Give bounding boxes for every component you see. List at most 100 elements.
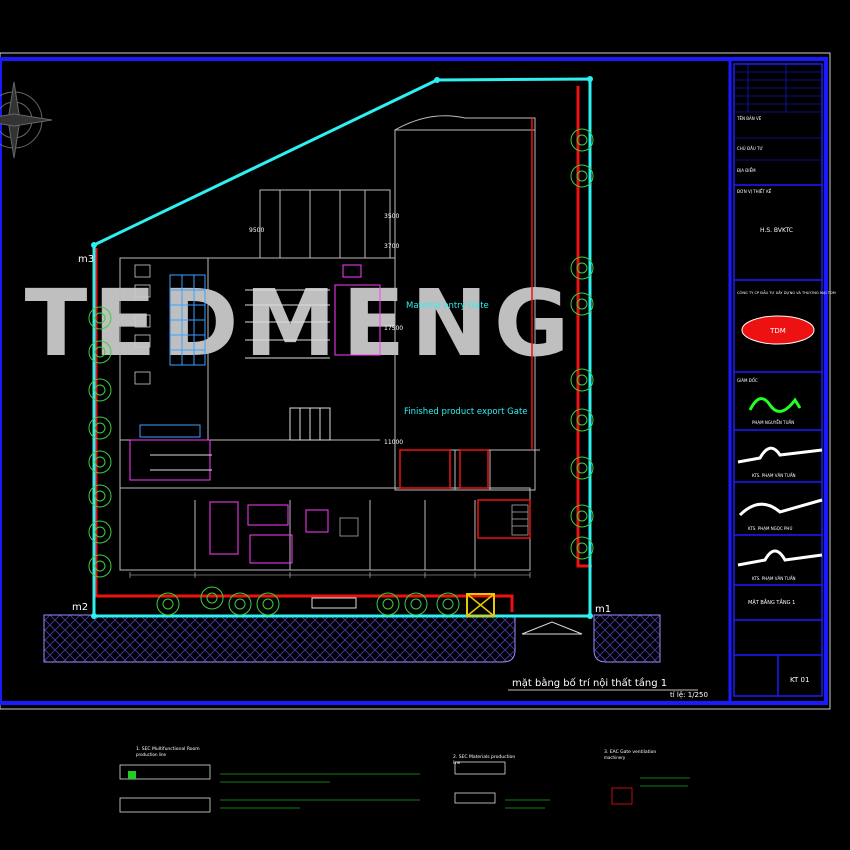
left-rooms bbox=[134, 264, 151, 385]
watermark: TEDMENG bbox=[25, 270, 576, 377]
tree-core bbox=[94, 384, 106, 396]
tree-core bbox=[576, 462, 588, 474]
tree bbox=[88, 450, 112, 474]
dim-3500: 3500 bbox=[384, 213, 399, 220]
logo-text: TDM bbox=[769, 327, 786, 335]
point-m3: m3 bbox=[78, 254, 94, 265]
tree bbox=[570, 408, 594, 432]
tb-row-5: GIÁM ĐỐC bbox=[737, 378, 758, 383]
boundary-markers bbox=[91, 76, 593, 619]
point-m1: m1 bbox=[595, 604, 611, 615]
tree bbox=[570, 368, 594, 392]
tree bbox=[88, 520, 112, 544]
tree-core bbox=[162, 598, 174, 610]
parking-area-right bbox=[593, 614, 661, 663]
title-block bbox=[733, 63, 823, 697]
sheet-border bbox=[0, 52, 831, 710]
tree bbox=[570, 164, 594, 188]
tree bbox=[88, 378, 112, 402]
tree-core bbox=[576, 414, 588, 426]
tree-core bbox=[262, 598, 274, 610]
detail-2-title: 2. SEC Materials production bbox=[453, 754, 515, 760]
tree-core bbox=[234, 598, 246, 610]
tree-core bbox=[206, 592, 218, 604]
tree-core bbox=[576, 170, 588, 182]
tree bbox=[570, 504, 594, 528]
tb-row-3: H.S. BVKTC bbox=[760, 227, 793, 234]
tree bbox=[88, 306, 112, 330]
tree bbox=[436, 592, 460, 616]
signature-1 bbox=[748, 397, 802, 413]
revision-table bbox=[734, 64, 822, 161]
tree-core bbox=[382, 598, 394, 610]
tb-company: CÔNG TY CP ĐẦU TƯ XÂY DỰNG VÀ THƯƠNG MẠI… bbox=[737, 290, 836, 295]
trees bbox=[88, 128, 594, 616]
site-boundary bbox=[92, 77, 592, 618]
dim-9500: 9500 bbox=[249, 227, 264, 234]
tree bbox=[88, 416, 112, 440]
dim-11000: 11000 bbox=[384, 439, 403, 446]
tree bbox=[88, 554, 112, 578]
tree-core bbox=[576, 134, 588, 146]
tb-row-8: KTS. PHẠM NGỌC PHÚ bbox=[748, 526, 792, 531]
parking-area-left bbox=[43, 614, 516, 663]
tree-core bbox=[94, 526, 106, 538]
finished-gate-label: Finished product export Gate bbox=[404, 407, 528, 417]
tb-drawing-code: KT 01 bbox=[790, 676, 809, 684]
tree-core bbox=[94, 490, 106, 502]
red-fence bbox=[94, 248, 514, 612]
tree bbox=[570, 456, 594, 480]
plan-scale: tỉ lệ: 1/250 bbox=[670, 691, 708, 699]
tb-row-6: PHẠM NGUYỄN TUẤN bbox=[752, 420, 794, 425]
tree-core bbox=[576, 262, 588, 274]
entry-ramp bbox=[521, 621, 583, 635]
signature-3 bbox=[738, 498, 823, 517]
dimension-lines bbox=[129, 572, 531, 578]
company-logo bbox=[741, 315, 815, 345]
tb-row-9: KTS. PHẠM VĂN TUẤN bbox=[752, 576, 796, 581]
tree bbox=[88, 340, 112, 364]
dim-17500: 17500 bbox=[384, 325, 403, 332]
tree bbox=[570, 292, 594, 316]
detail-1-title: 1. SEC Multifunctional Room bbox=[136, 746, 200, 752]
tree bbox=[156, 592, 180, 616]
tree bbox=[228, 592, 252, 616]
tree bbox=[376, 592, 400, 616]
stairs bbox=[339, 504, 529, 537]
tb-row-1: CHỦ ĐẦU TƯ bbox=[737, 146, 763, 151]
storage-racks bbox=[139, 274, 206, 438]
detail-2-sub: line bbox=[453, 760, 461, 765]
dim-3700: 3700 bbox=[384, 243, 399, 250]
gate-house bbox=[466, 593, 495, 617]
interior-red-walls bbox=[399, 118, 533, 539]
tb-row-4: ĐƠN VỊ THIẾT KẾ bbox=[737, 188, 772, 194]
tree bbox=[570, 536, 594, 560]
detail-notes bbox=[220, 773, 690, 809]
point-m2: m2 bbox=[72, 602, 88, 613]
tree bbox=[256, 592, 280, 616]
tree-core bbox=[94, 560, 106, 572]
production-lines bbox=[150, 289, 331, 471]
tb-row-7: KTS. PHẠM VĂN TUẤN bbox=[752, 473, 796, 478]
tree-core bbox=[94, 456, 106, 468]
detail-drawings bbox=[119, 761, 633, 813]
tree-core bbox=[94, 346, 106, 358]
compass-icon bbox=[0, 81, 53, 159]
tb-row-10: MẶT BẰNG TẦNG 1 bbox=[748, 598, 795, 606]
tb-row-0: TÊN BẢN VẼ bbox=[736, 116, 762, 121]
tree-core bbox=[576, 510, 588, 522]
material-gate-label: Material entry Gate bbox=[406, 301, 489, 311]
tree-core bbox=[94, 422, 106, 434]
production-machines bbox=[129, 264, 381, 564]
tree-core bbox=[576, 542, 588, 554]
detail-3-title: 3. EAC Gate ventilation bbox=[604, 749, 656, 755]
tree-core bbox=[442, 598, 454, 610]
tree bbox=[570, 256, 594, 280]
signature-4 bbox=[737, 549, 823, 567]
detail-highlight bbox=[128, 771, 136, 779]
tree-core bbox=[94, 312, 106, 324]
tree bbox=[88, 484, 112, 508]
detail-1-sub: production line bbox=[136, 752, 167, 757]
tree-core bbox=[576, 298, 588, 310]
